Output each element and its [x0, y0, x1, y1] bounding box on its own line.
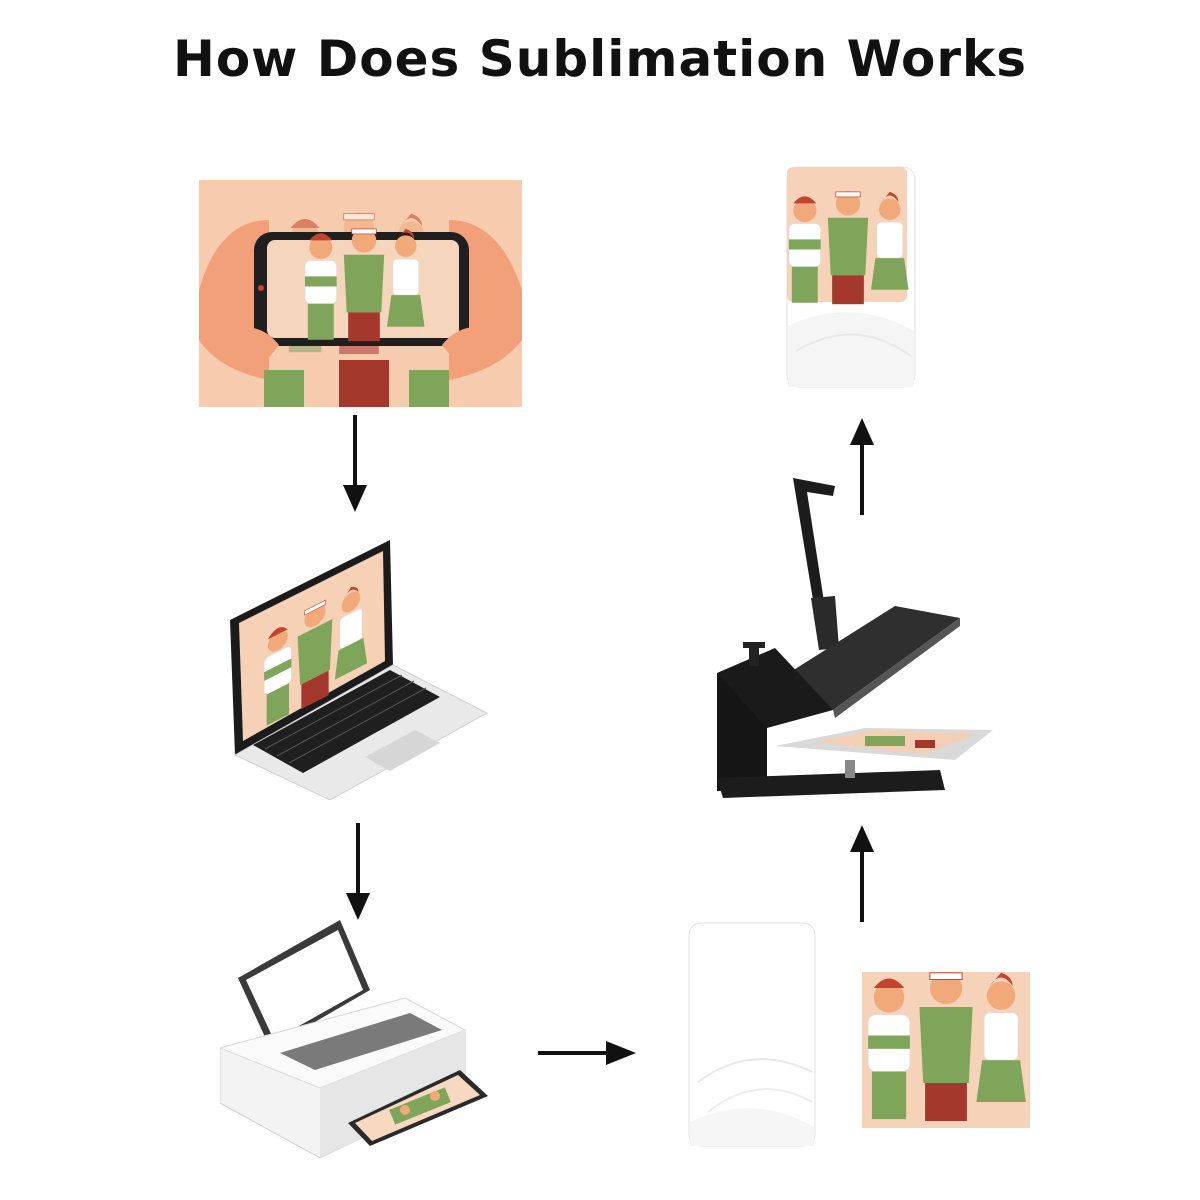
arrow-up-2 [850, 418, 874, 515]
arrow-up-1 [850, 825, 874, 922]
arrow-down-2 [346, 823, 370, 920]
printed-transfer-panel [862, 972, 1030, 1128]
smartphone-photo-icon [199, 180, 522, 407]
blank-towel-icon [688, 922, 816, 1147]
arrow-down-1 [343, 415, 367, 512]
laptop-panel [225, 535, 490, 800]
page-title: How Does Sublimation Works [172, 30, 1028, 88]
finished-towel-panel [786, 166, 916, 388]
heat-press-panel [715, 478, 995, 798]
printed-image-icon [862, 972, 1030, 1128]
arrow-right [538, 1041, 636, 1065]
printer-icon [220, 920, 488, 1159]
heat-press-icon [717, 478, 993, 798]
blank-towel-panel [688, 922, 816, 1147]
phone-photo-panel [199, 180, 522, 407]
printer-panel [220, 918, 490, 1163]
printed-towel-icon [786, 166, 916, 388]
laptop-icon [230, 540, 489, 800]
